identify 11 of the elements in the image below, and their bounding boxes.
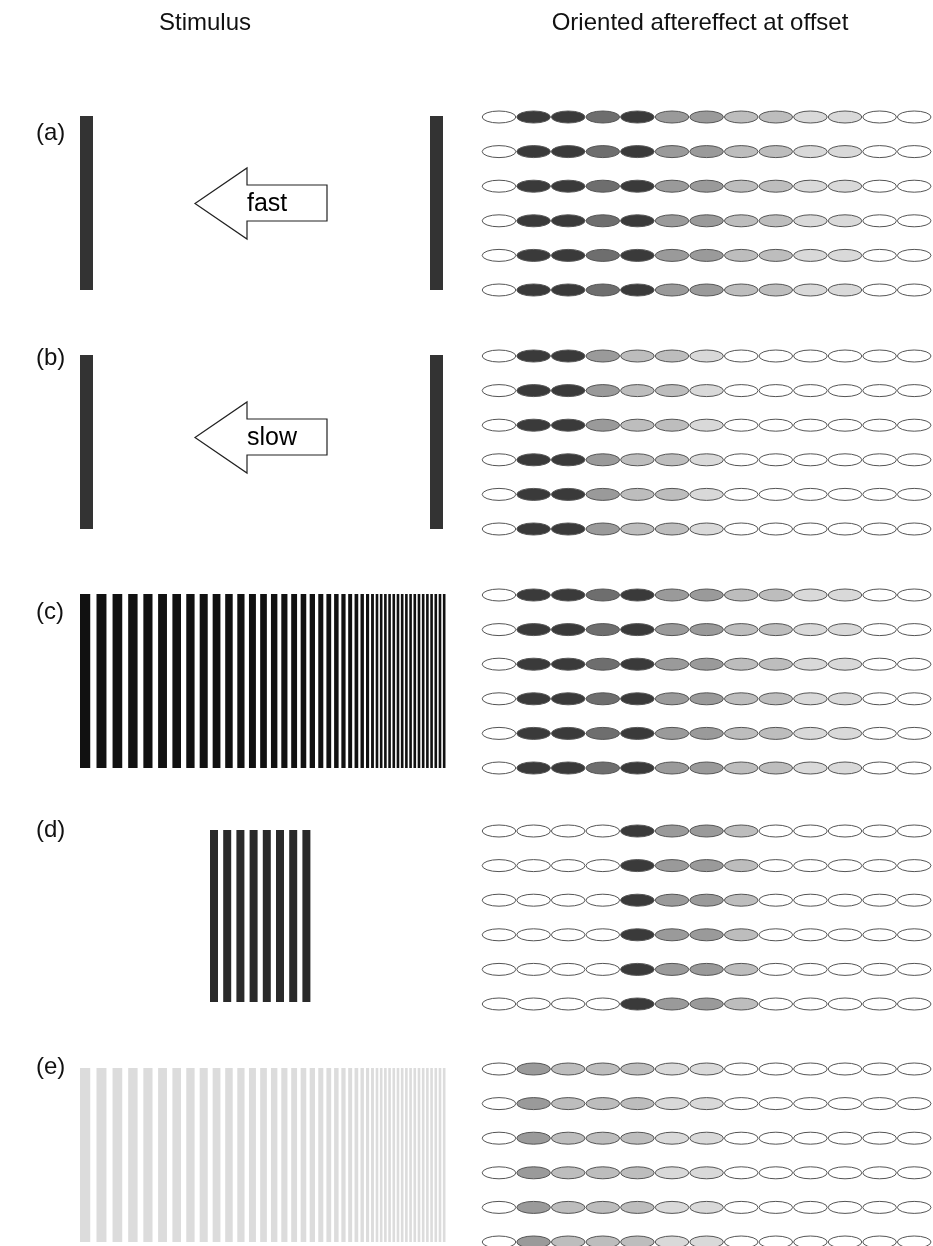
panel-label: (b): [36, 343, 66, 371]
arrow-label: slow: [247, 424, 297, 449]
column-heading: Stimulus: [158, 8, 252, 36]
arrow-label: fast: [247, 190, 288, 215]
panel-label: (e): [36, 1052, 66, 1080]
panel-label: (c): [36, 597, 64, 625]
column-heading: Oriented aftereffect at offset: [550, 8, 850, 36]
block-arrow: [195, 168, 328, 239]
panel-label: (d): [36, 815, 66, 843]
block-arrow: [195, 402, 328, 473]
panel-label: (a): [36, 118, 66, 146]
